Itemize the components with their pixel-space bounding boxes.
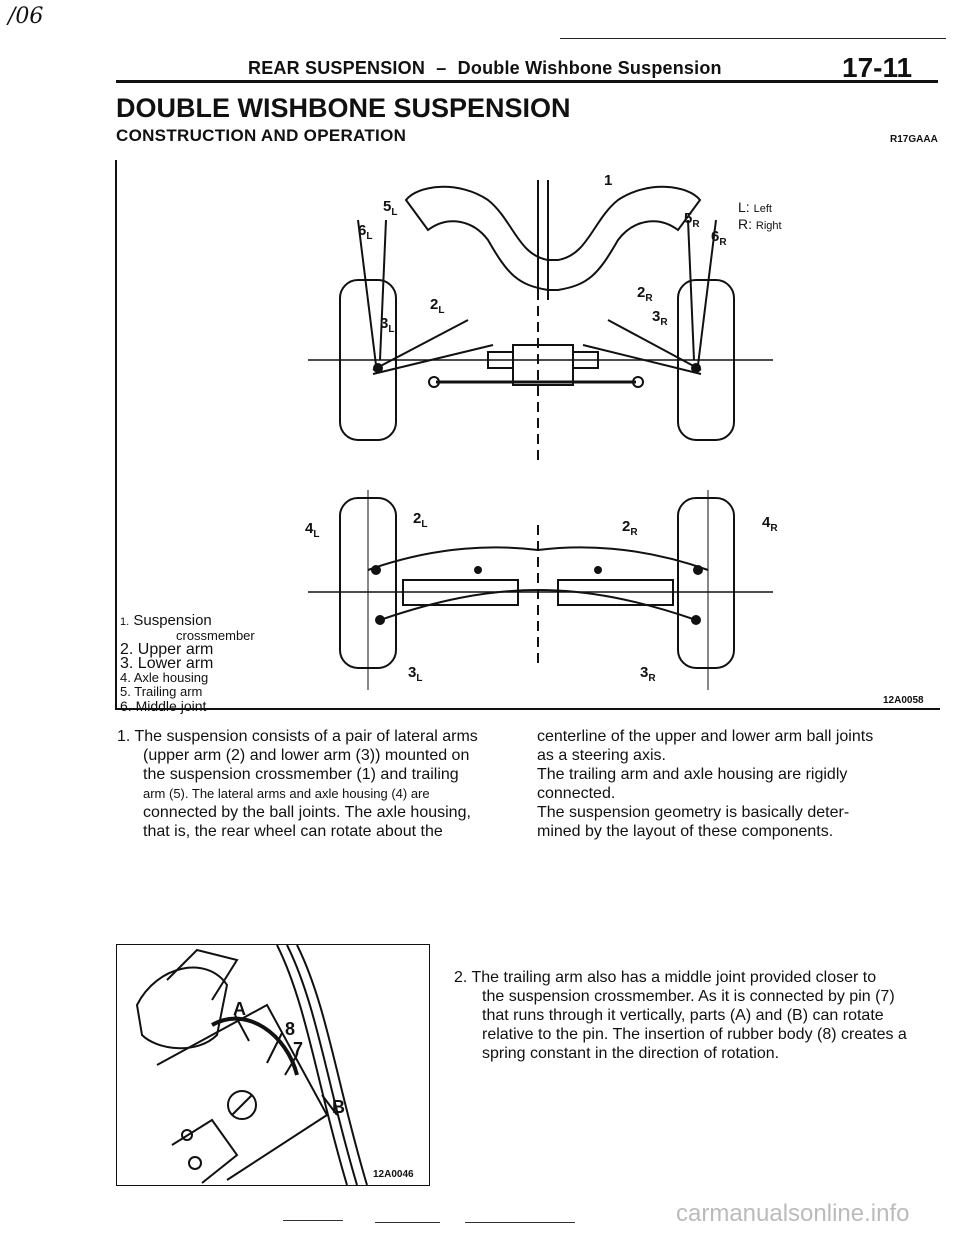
legend-item-2: 2. Upper arm [120,641,214,658]
callout-4L: 4L [305,520,320,540]
callout-4R: 4R [762,514,778,534]
running-header: REAR SUSPENSION – Double Wishbone Suspen… [248,58,722,78]
callout-3R: 3R [652,308,668,328]
p1-right-line: mined by the layout of these components. [537,823,834,840]
fig2-label-8: 8 [285,1019,295,1039]
side-key: L: Left R: Right [738,200,782,234]
legend-item-4: 4. Axle housing [120,670,209,685]
section-subtitle: CONSTRUCTION AND OPERATION [116,126,407,145]
section-title: DOUBLE WISHBONE SUSPENSION [116,93,571,123]
figure1-frame [115,160,940,710]
p1-left-line: that is, the rear wheel can rotate about… [143,823,443,840]
p2-line: spring constant in the direction of rota… [482,1045,780,1062]
parts-legend: 1. Suspension crossmember 2. Upper arm 3… [120,612,255,714]
p1-left-line: the suspension crossmember (1) and trail… [143,766,459,783]
figure2-frame: A 8 7 B 12A0046 [116,944,430,1186]
p1-left-line: arm (5). The lateral arms and axle housi… [143,786,430,801]
bottom-rule-3 [465,1222,575,1223]
bottom-rule-1 [283,1220,343,1221]
side-key-left: L: Left [738,199,772,216]
p1-left-line: 1. The suspension consists of a pair of … [117,728,478,745]
p1-right-line: centerline of the upper and lower arm ba… [537,728,874,745]
p1-right-line: The trailing arm and axle housing are ri… [537,766,848,783]
fig2-label-7: 7 [293,1039,303,1059]
middle-joint-diagram: A 8 7 B [135,945,368,1185]
p1-right-line: connected. [537,785,616,802]
paragraph1-right: centerline of the upper and lower arm ba… [537,727,937,841]
legend-item-5: 5. Trailing arm [120,684,203,699]
callout-6R: 6R [711,228,727,248]
right-wheel-rear [677,497,735,669]
figure2-code: 12A0046 [373,1169,414,1180]
p1-left-line: (upper arm (2) and lower arm (3)) mounte… [143,747,470,764]
paragraph2: 2. The trailing arm also has a middle jo… [454,968,938,1063]
callout-3R-rear: 3R [640,664,656,684]
callout-2L-rear: 2L [413,510,428,530]
header-rule [116,80,938,83]
p2-line: 2. The trailing arm also has a middle jo… [454,969,877,986]
section-code: R17GAAA [890,134,938,145]
figure1-code: 12A0058 [883,695,924,706]
page-number: 17-11 [842,52,913,83]
callout-2R-rear: 2R [622,518,638,538]
top-rule [560,38,946,39]
legend-item-1b: crossmember [176,628,255,643]
callout-5R: 5R [684,210,700,230]
p1-right-line: The suspension geometry is basically det… [537,804,850,821]
callout-2R: 2R [637,284,653,304]
callout-1: 1 [604,172,613,189]
p2-line: the suspension crossmember. As it is con… [482,988,895,1005]
legend-item-6: 6. Middle joint [120,698,207,714]
suspension-diagram [308,180,773,690]
callout-3L: 3L [380,315,395,335]
handwritten-page-mark: /06 [8,4,44,29]
callout-2L: 2L [430,296,445,316]
p1-right-line: as a steering axis. [537,747,666,764]
legend-item-3: 3. Lower arm [120,655,214,672]
p2-line: that runs through it vertically, parts (… [482,1007,884,1024]
crossmember-top-view [404,185,702,291]
fig2-label-B: B [332,1097,345,1117]
p1-left-line: connected by the ball joints. The axle h… [143,804,471,821]
bottom-rule-2 [375,1222,440,1223]
callout-6L: 6L [358,222,373,242]
legend-item-1: 1. Suspension [120,612,212,629]
paragraph1-left: 1. The suspension consists of a pair of … [117,727,512,841]
side-key-right: R: Right [738,216,782,233]
callout-5L: 5L [383,198,398,218]
callout-3L-rear: 3L [408,664,423,684]
p2-line: relative to the pin. The insertion of ru… [482,1026,907,1043]
fig2-label-A: A [233,999,246,1019]
watermark: carmanualsonline.info [676,1200,910,1227]
